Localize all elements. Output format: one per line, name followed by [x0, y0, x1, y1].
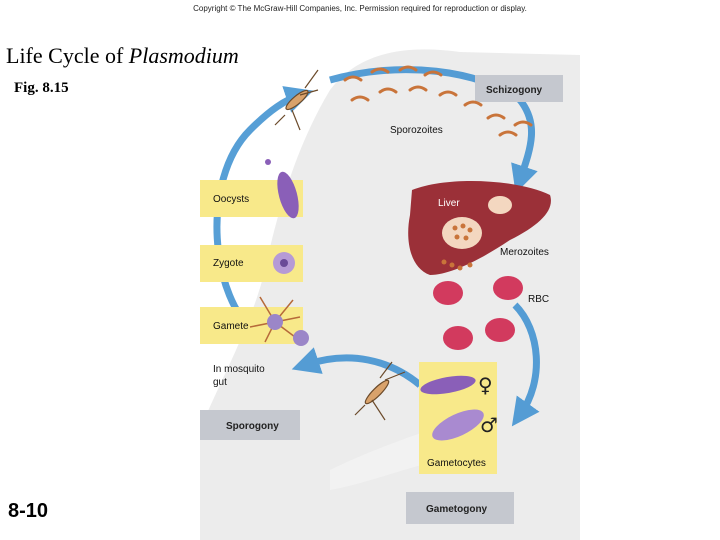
mosquito-bottom-icon [354, 361, 406, 421]
merozoites-label: Merozoites [500, 247, 549, 258]
liver-cell-1 [442, 217, 482, 249]
arm-silhouette [330, 430, 440, 490]
oocyst-dot [265, 159, 271, 165]
gamete-label: Gamete [213, 321, 249, 332]
liver-cell-2 [488, 196, 512, 214]
rbc-label: RBC [528, 294, 549, 305]
sporozoites-group [343, 65, 533, 137]
figure-label: Fig. 8.15 [14, 80, 69, 96]
schizogony-label: Schizogony [486, 85, 543, 96]
liver-label: Liver [438, 198, 460, 209]
gametogony-label: Gametogony [426, 504, 488, 515]
title-plain: Life Cycle of [6, 43, 129, 68]
gametogony-box [406, 492, 514, 524]
mosquito-gut-label-2: gut [213, 377, 227, 388]
cycle-arrow-bottom [291, 347, 423, 388]
page-title: Life Cycle of Plasmodium [6, 43, 239, 69]
male-symbol: ♂ [480, 413, 498, 437]
gamete-cell [249, 296, 309, 346]
sporogony-label: Sporogony [226, 421, 279, 432]
title-italic: Plasmodium [128, 43, 239, 68]
oocyst-cell [277, 171, 299, 219]
gamete-box [200, 307, 303, 344]
cycle-arrow-rbc [511, 302, 540, 427]
sporogony-box [200, 410, 300, 440]
copyright-notice: Copyright © The McGraw-Hill Companies, I… [193, 4, 527, 13]
female-gametocyte [420, 375, 476, 395]
cycle-arrow-left [213, 86, 314, 338]
sporozoites-label: Sporozoites [390, 125, 443, 136]
oocysts-label: Oocysts [213, 194, 249, 205]
zygote-label: Zygote [213, 258, 244, 269]
mosquito-gut-label-1: In mosquito [213, 364, 265, 375]
schizogony-box [475, 75, 563, 102]
rbc-group [433, 276, 523, 350]
male-gametocyte [432, 409, 484, 441]
merozoite-dots [441, 223, 473, 271]
female-symbol: ♀ [478, 373, 493, 397]
slide-number: 8-10 [8, 500, 49, 522]
mosquito-top-icon [274, 69, 319, 131]
zygote-nucleus [280, 259, 288, 267]
gametocytes-label: Gametocytes [427, 458, 486, 469]
